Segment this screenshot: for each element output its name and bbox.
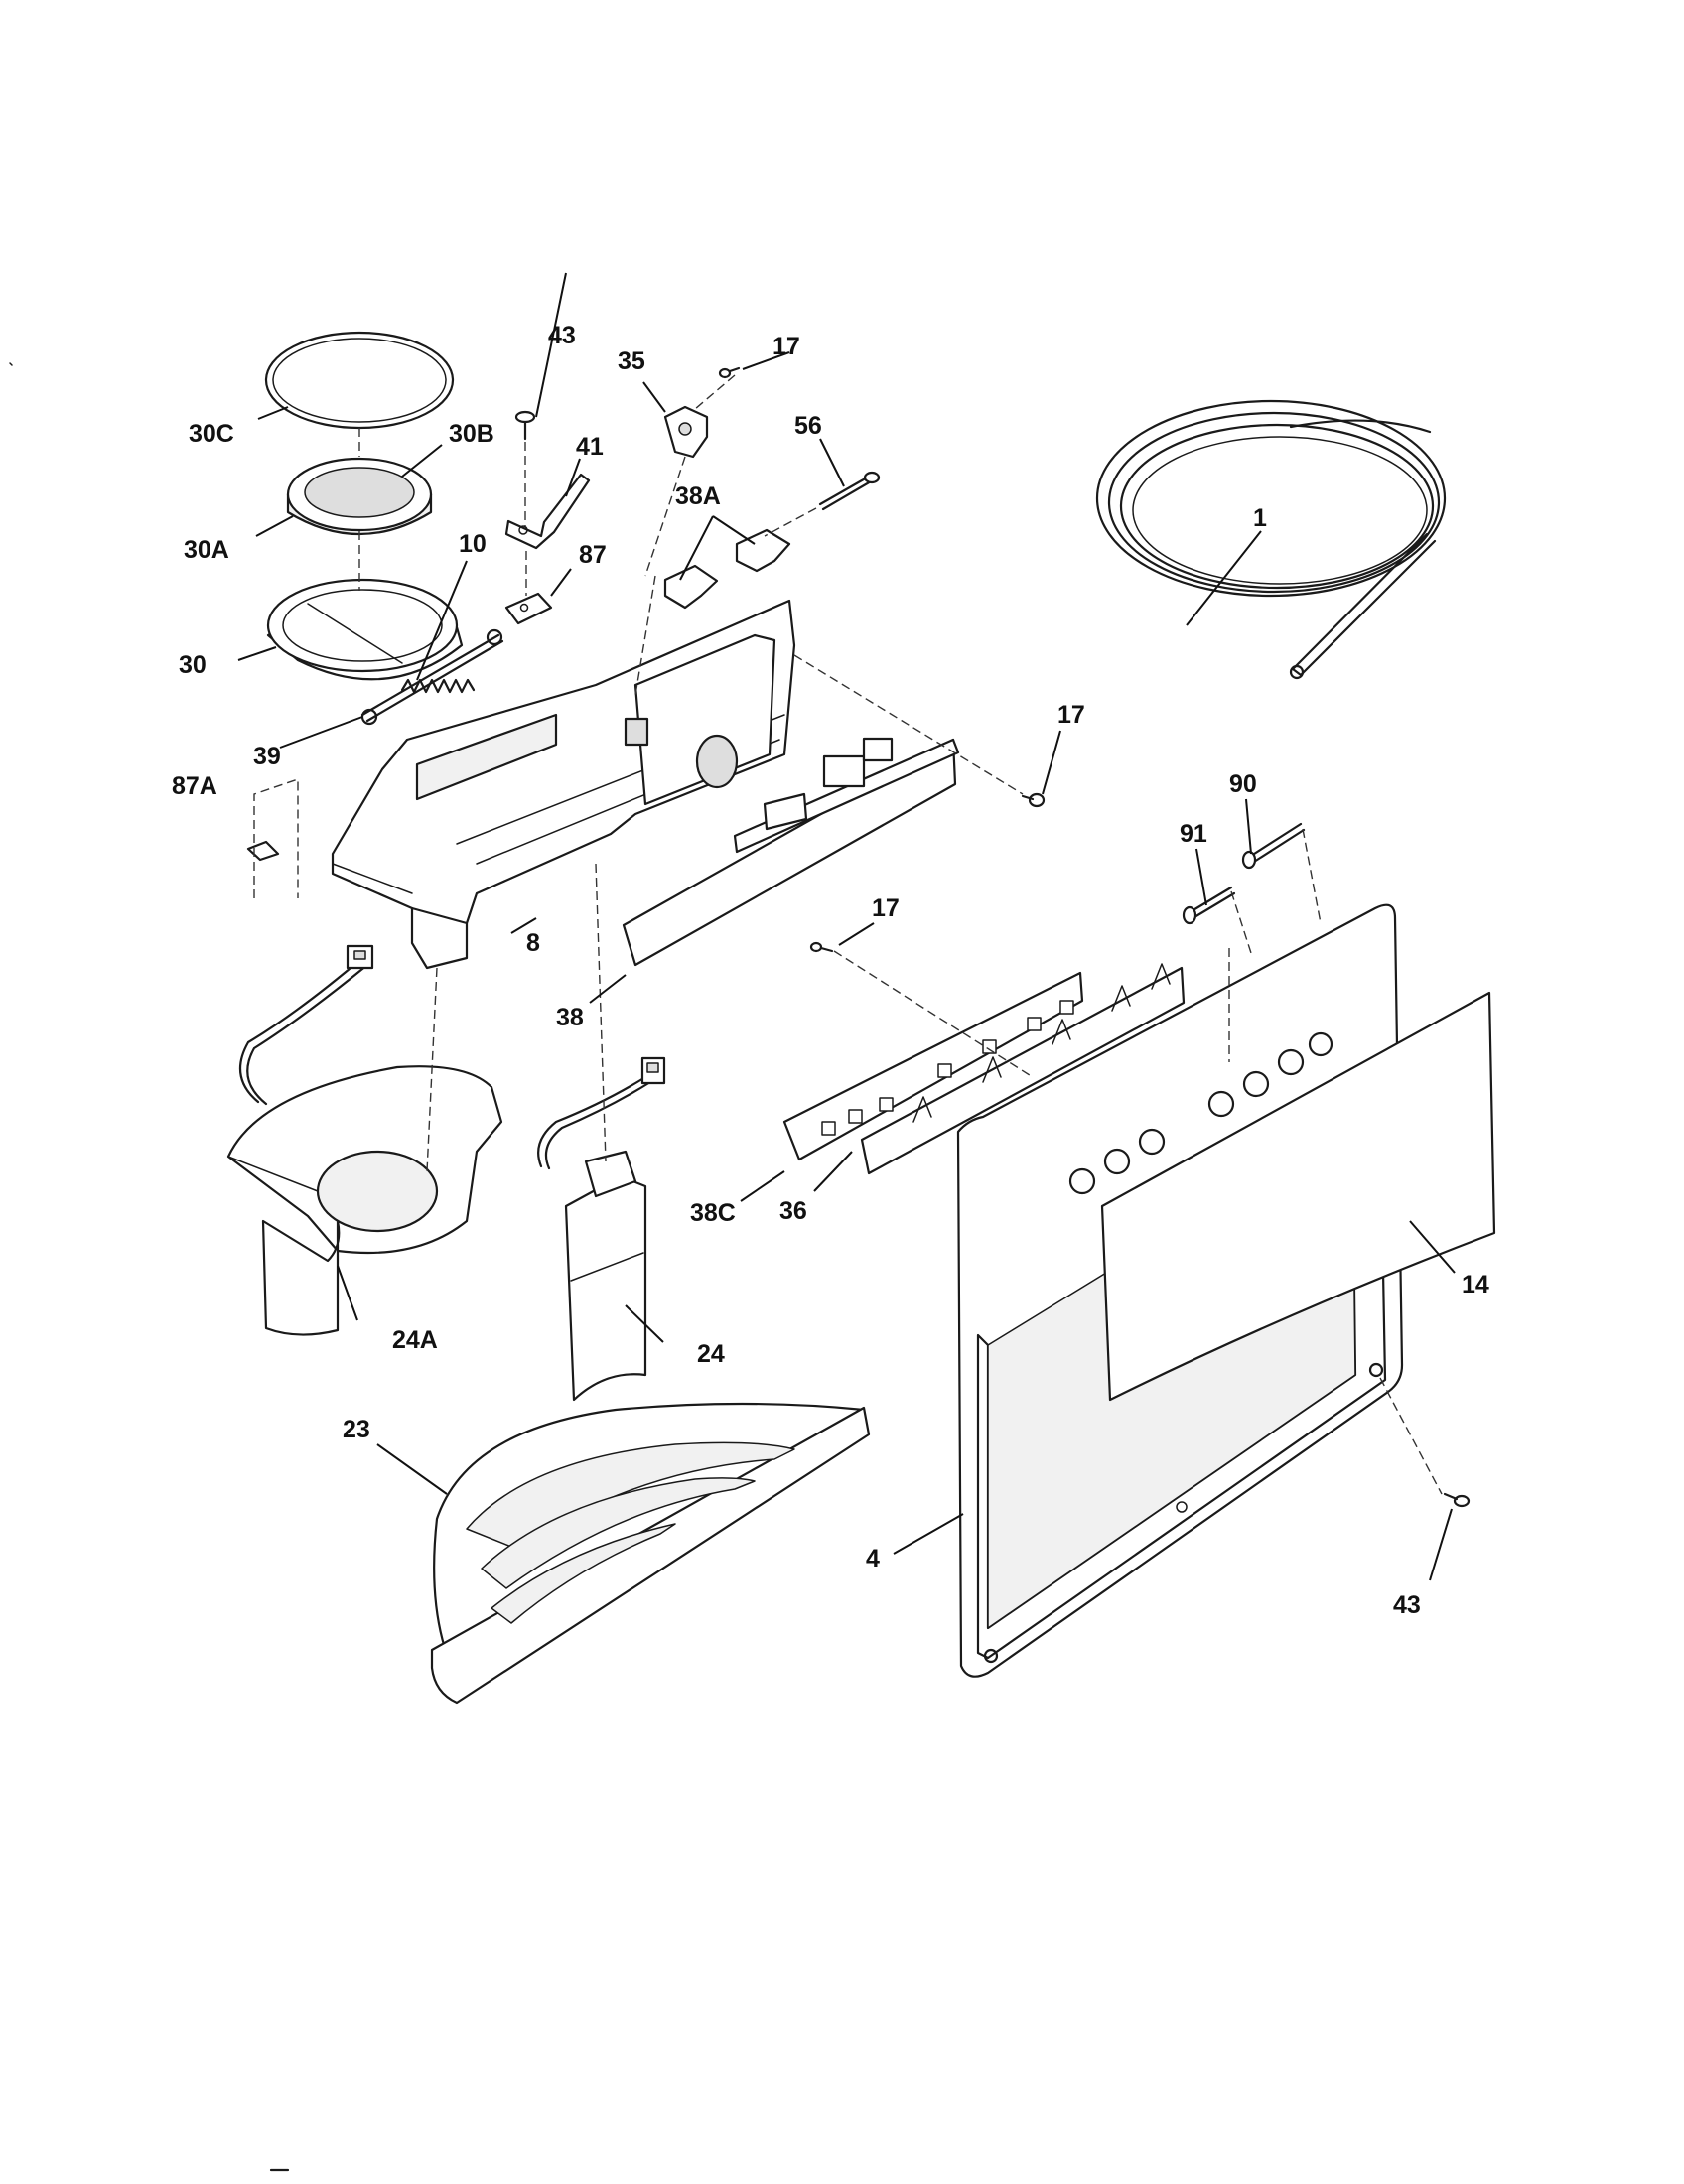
label-17-right: 17 [1057, 701, 1085, 729]
label-30a: 30A [184, 536, 229, 564]
label-30c: 30C [189, 420, 234, 448]
part-56-long-screw [818, 471, 881, 511]
part-30-chute-door-frame [266, 578, 464, 681]
label-90: 90 [1229, 770, 1257, 798]
label-91: 91 [1180, 820, 1207, 848]
part-30b-30a-door-flap [286, 457, 433, 535]
label-1: 1 [1253, 504, 1267, 532]
label-41: 41 [576, 433, 604, 461]
label-39: 39 [253, 743, 281, 770]
label-8: 8 [526, 929, 540, 957]
label-14: 14 [1462, 1271, 1489, 1298]
part-38-control-board [622, 737, 960, 967]
part-30c-gasket [264, 331, 455, 430]
part-38c-switch-board [782, 971, 1084, 1161]
part-23-drip-tray [430, 1402, 871, 1705]
assembly-dash-lines [358, 374, 1443, 1495]
label-56: 56 [794, 412, 822, 440]
label-35: 35 [618, 347, 645, 375]
part-1-tubing-coil [1095, 399, 1447, 680]
label-43-top: 43 [548, 322, 576, 349]
leader-lines [237, 272, 1456, 1581]
label-4: 4 [866, 1545, 880, 1572]
part-87a-clip [246, 778, 299, 898]
part-17-screw-top [718, 366, 741, 379]
label-87a: 87A [172, 772, 217, 800]
label-30: 30 [179, 651, 207, 679]
part-87-clip [504, 592, 553, 625]
part-17-screw-left [809, 941, 834, 953]
label-17-top: 17 [772, 333, 800, 360]
label-87: 87 [579, 541, 607, 569]
part-24-damper [537, 1056, 666, 1402]
part-labels: 30C 30B 30A 30 39 10 43 41 87 87A 8 35 1… [172, 322, 1489, 1619]
label-36: 36 [779, 1197, 807, 1225]
label-10: 10 [459, 530, 487, 558]
part-41-bracket [504, 473, 591, 550]
part-14-cover-panel [1100, 991, 1496, 1402]
part-90-lamp [1241, 822, 1306, 870]
label-17-mid: 17 [872, 894, 900, 922]
label-24: 24 [697, 1340, 725, 1368]
label-23: 23 [343, 1416, 370, 1443]
page-marks [9, 362, 290, 2172]
part-35-actuator [663, 405, 709, 459]
part-10-spring [400, 678, 476, 694]
part-24a-ice-chute [226, 944, 503, 1336]
label-24a: 24A [392, 1326, 438, 1354]
part-17-screw-right [1021, 792, 1046, 808]
part-39-hinge-pin [360, 628, 504, 726]
part-43-screw-top [514, 410, 536, 441]
label-38: 38 [556, 1004, 584, 1031]
label-43-bottom: 43 [1393, 1591, 1421, 1619]
part-38a-microswitches [663, 528, 791, 610]
part-8-dispenser-housing [331, 599, 796, 970]
label-38a: 38A [675, 482, 721, 510]
label-38c: 38C [690, 1199, 736, 1227]
part-91-lamp [1182, 886, 1236, 925]
label-30b: 30B [449, 420, 494, 448]
part-43-screw-bottom [1443, 1492, 1471, 1508]
